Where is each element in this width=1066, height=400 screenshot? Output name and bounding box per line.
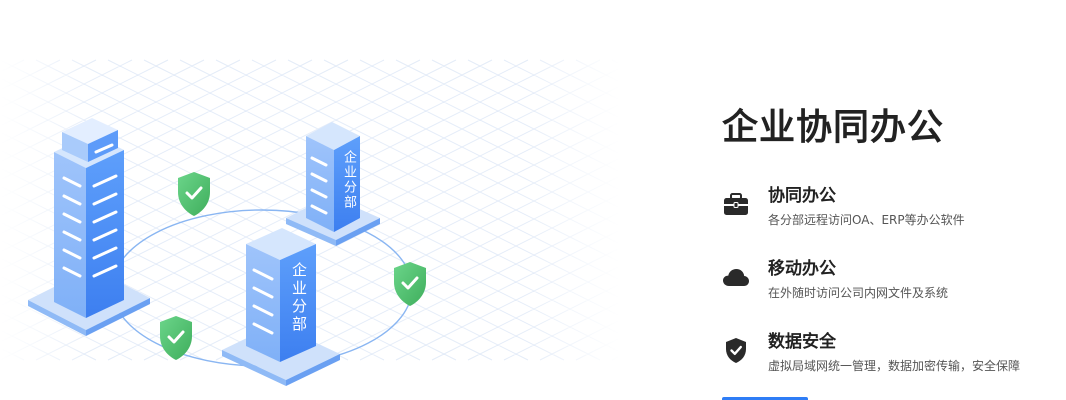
feature-item-security: 数据安全 虚拟局域网统一管理，数据加密传输，安全保障 (722, 332, 1062, 380)
hq-building (28, 118, 150, 336)
briefcase-icon (724, 193, 748, 215)
shield-check-icon (726, 338, 746, 363)
feature-title: 移动办公 (768, 259, 836, 279)
network-illustration (0, 59, 620, 386)
feature-title: 协同办公 (768, 186, 836, 206)
feature-item-mobile: 移动办公 在外随时访问公司内网文件及系统 (722, 259, 1062, 307)
shield-icon-3 (160, 316, 192, 360)
branch-building-1 (286, 122, 380, 246)
page-title: 企业协同办公 (722, 107, 945, 148)
feature-desc: 在外随时访问公司内网文件及系统 (768, 286, 949, 300)
learn-more-button[interactable] (722, 397, 808, 400)
cloud-icon (723, 269, 749, 286)
feature-desc: 虚拟局域网统一管理，数据加密传输，安全保障 (768, 359, 1021, 373)
branch-label-2: 企业分部 (290, 262, 308, 334)
feature-title: 数据安全 (768, 332, 836, 352)
branch-label-1: 企业分部 (341, 150, 356, 210)
feature-item-collaboration: 协同办公 各分部远程访问OA、ERP等办公软件 (722, 186, 1062, 234)
feature-desc: 各分部远程访问OA、ERP等办公软件 (768, 213, 965, 227)
branch-building-2 (222, 228, 340, 386)
shield-icon-2 (394, 262, 426, 306)
shield-icon-1 (178, 172, 210, 216)
feature-panel: 企业协同办公 协同办公 各分部远程访问OA、ERP等办公软件 移动办公 在外随时… (722, 0, 1066, 400)
